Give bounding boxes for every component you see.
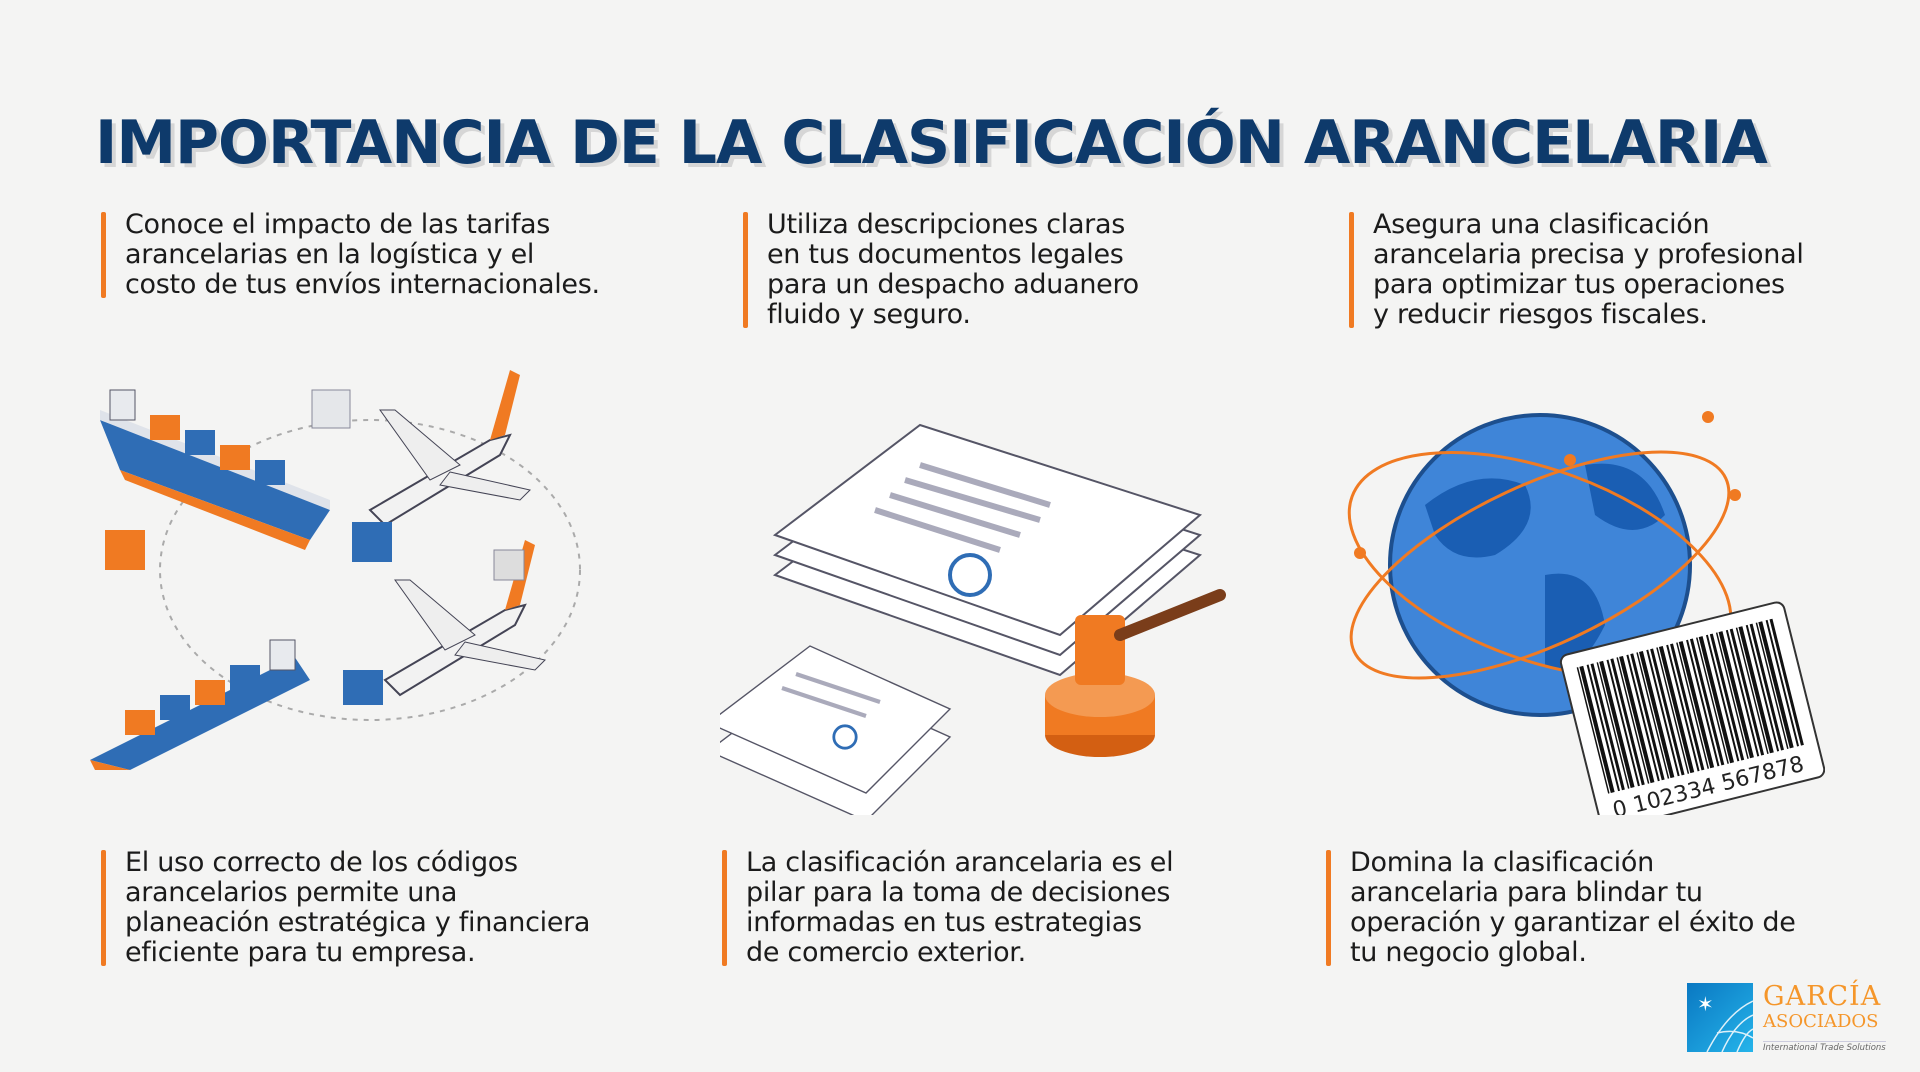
documents-gavel-illustration	[720, 423, 1226, 815]
barcode-bar	[1666, 644, 1700, 772]
barcode-bar	[1610, 658, 1645, 786]
gavel-icon	[1045, 589, 1226, 757]
accent-bar	[1349, 212, 1354, 328]
barcode-bar	[1619, 655, 1655, 784]
text-block-decision-pillar: La clasificación arancelaria es el pilar…	[722, 847, 1174, 968]
block-text: Conoce el impacto de las tarifas arancel…	[125, 209, 600, 300]
barcode-bar	[1676, 642, 1710, 769]
barcode-bar	[1576, 667, 1610, 794]
barcode-bar	[1769, 618, 1804, 746]
cargo-ship-icon	[100, 389, 330, 550]
globe-barcode-illustration: 0 102334 567878	[1347, 411, 1825, 815]
barcode-bar	[1590, 663, 1625, 791]
accent-bar	[743, 212, 748, 328]
page-title: IMPORTANCIA DE LA CLASIFICACIÓN ARANCELA…	[95, 108, 1768, 178]
block-text: Asegura una clasificación arancelaria pr…	[1373, 209, 1804, 330]
box-icon	[343, 670, 383, 705]
text-block-correct-codes: El uso correcto de los códigos arancelar…	[101, 848, 590, 968]
barcode-bar	[1749, 623, 1784, 751]
airplane-icon	[368, 370, 531, 527]
barcode-bar	[1715, 632, 1749, 759]
text-block-master-classification: Domina la clasificación arancelaria para…	[1326, 848, 1796, 968]
barcode-bar	[1656, 647, 1690, 774]
box-icon	[311, 389, 351, 429]
accent-bar	[101, 850, 106, 966]
airplane-icon	[383, 540, 546, 697]
cargo-ship-icon	[90, 639, 310, 770]
barcode-bar	[1670, 643, 1705, 771]
barcode-bar	[1745, 624, 1780, 752]
barcode-bar	[1755, 622, 1789, 750]
barcode-bar	[1698, 636, 1735, 764]
barcode-bar	[1765, 619, 1800, 747]
barcode-bar	[1678, 641, 1715, 769]
barcode-bar	[1626, 654, 1660, 782]
text-block-clear-descriptions: Utiliza descripciones claras en tus docu…	[743, 210, 1139, 330]
barcode-bar	[1639, 651, 1675, 779]
box-icon	[352, 522, 392, 562]
box-icon	[493, 549, 525, 581]
text-block-precise-classification: Asegura una clasificación arancelaria pr…	[1349, 210, 1804, 330]
barcode-bar	[1636, 652, 1670, 779]
barcode-bar	[1758, 621, 1794, 749]
barcode-bar	[1686, 639, 1720, 767]
barcode-bar	[1689, 638, 1725, 766]
text-block-tariff-impact: Conoce el impacto de las tarifas arancel…	[101, 210, 600, 300]
block-text: La clasificación arancelaria es el pilar…	[746, 847, 1174, 968]
logo-globe-icon: ✶	[1687, 983, 1754, 1053]
barcode-bar	[1696, 637, 1729, 764]
document-stack-icon	[772, 423, 1203, 677]
barcode-bar	[1616, 657, 1650, 784]
logo-tagline: International Trade Solutions	[1763, 1041, 1886, 1053]
barcode-icon: 0 102334 567878	[1559, 601, 1825, 815]
block-text: El uso correcto de los códigos arancelar…	[125, 847, 591, 968]
barcode-bar	[1735, 627, 1769, 754]
box-icon	[105, 530, 145, 570]
block-text: Utiliza descripciones claras en tus docu…	[767, 209, 1139, 330]
block-text: Domina la clasificación arancelaria para…	[1350, 847, 1796, 968]
barcode-bar	[1586, 664, 1621, 792]
barcode-bar	[1738, 626, 1774, 754]
barcode-bar	[1599, 660, 1635, 789]
barcode-bar	[1658, 646, 1695, 774]
barcode-bar	[1718, 631, 1754, 759]
barcode-bar	[1630, 653, 1665, 781]
barcode-bar	[1650, 648, 1685, 776]
document-stack-icon	[720, 645, 952, 815]
barcode-bar	[1709, 633, 1745, 761]
logo-name: GARCÍA	[1763, 981, 1882, 1012]
barcode-bar	[1729, 628, 1765, 756]
barcode-bar	[1646, 649, 1680, 777]
accent-bar	[1326, 850, 1331, 966]
accent-bar	[722, 850, 727, 966]
barcode-bar	[1705, 634, 1740, 762]
logistics-illustration	[90, 370, 581, 770]
barcode-bar	[1725, 629, 1760, 757]
accent-bar	[101, 212, 106, 298]
svg-text:✶: ✶	[1697, 992, 1714, 1016]
barcode-bar	[1606, 659, 1640, 787]
barcode-bar	[1579, 665, 1615, 793]
barcode-bar	[1596, 662, 1630, 789]
logo-name-secondary: ASOCIADOS	[1763, 1011, 1879, 1032]
garcia-asociados-logo: ✶ GARCÍA ASOCIADOS International Trade S…	[1687, 981, 1887, 1053]
